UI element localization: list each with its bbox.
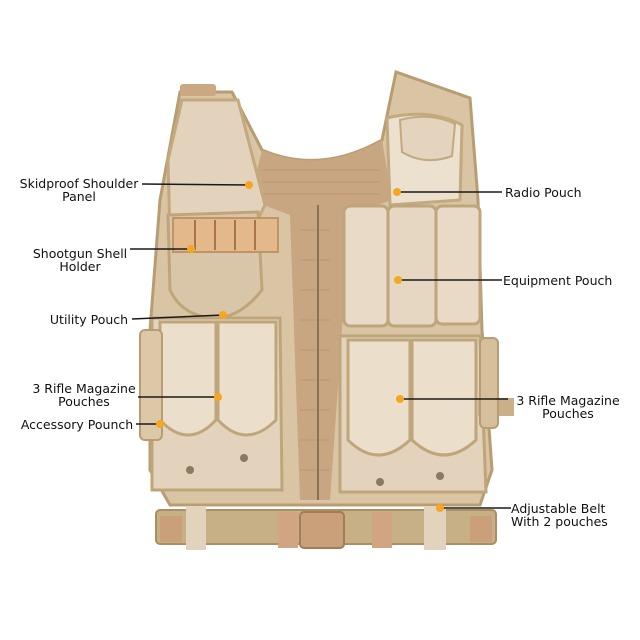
right-side-pouch xyxy=(479,337,499,429)
accessory-pouch xyxy=(139,329,163,441)
equipment-pouch-3 xyxy=(434,204,482,326)
label-skidproof-shoulder-panel: Skidproof Shoulder Panel xyxy=(19,176,139,204)
belt-buckle xyxy=(299,511,345,549)
left-shoulder-strap xyxy=(180,84,216,96)
label-accessory-pouch: Accessory Pounch xyxy=(20,417,134,432)
belt-pouch-right xyxy=(424,506,446,550)
label-equipment-pouch: Equipment Pouch xyxy=(503,273,613,288)
callout-dots xyxy=(156,181,444,512)
equipment-pouch-1 xyxy=(342,204,390,328)
label-shotgun-shell-holder: Shootgun Shell Holder xyxy=(32,246,128,274)
label-rifle-magazine-pouches-left: 3 Rifle Magazine Pouches xyxy=(32,381,136,409)
equipment-pouch-2 xyxy=(386,204,438,328)
belt-pouch-left xyxy=(186,506,206,550)
label-utility-pouch: Utility Pouch xyxy=(49,312,129,327)
label-rifle-magazine-pouches-right: 3 Rifle Magazine Pouches xyxy=(516,393,620,421)
shell-loops xyxy=(194,220,256,250)
label-adjustable-belt: Adjustable Belt With 2 pouches xyxy=(511,501,608,529)
callout-lines xyxy=(130,183,511,509)
mesh-pattern xyxy=(262,169,380,471)
radio-pouch-flap xyxy=(398,115,457,162)
label-radio-pouch: Radio Pouch xyxy=(505,185,582,200)
